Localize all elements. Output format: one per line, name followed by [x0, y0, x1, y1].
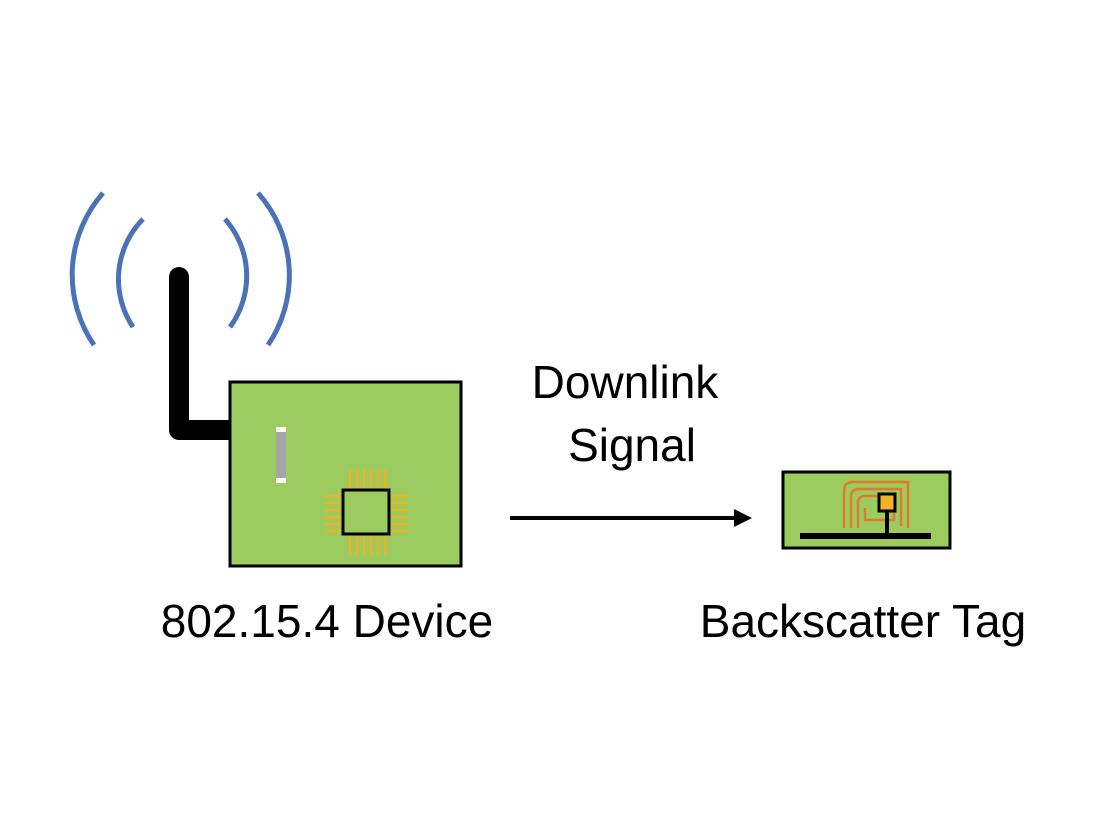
wave-right-inner: [223, 217, 250, 329]
device-label: 802.15.4 Device: [161, 595, 493, 647]
tag-board-icon: [781, 470, 952, 550]
radio-waves-icon: [69, 191, 292, 347]
chip-icon: [325, 470, 408, 555]
arrow-right-icon: [510, 509, 752, 527]
tag-label: Backscatter Tag: [700, 595, 1026, 647]
antenna-icon: [169, 267, 242, 440]
signal-label-line2: Signal: [568, 419, 696, 471]
circuit-board-icon: [228, 380, 463, 568]
signal-label-line1: Downlink: [532, 356, 720, 408]
wave-left-inner: [115, 217, 145, 329]
component-icon: [276, 427, 286, 483]
wave-left-outer: [69, 191, 105, 347]
wave-right-outer: [256, 191, 292, 347]
